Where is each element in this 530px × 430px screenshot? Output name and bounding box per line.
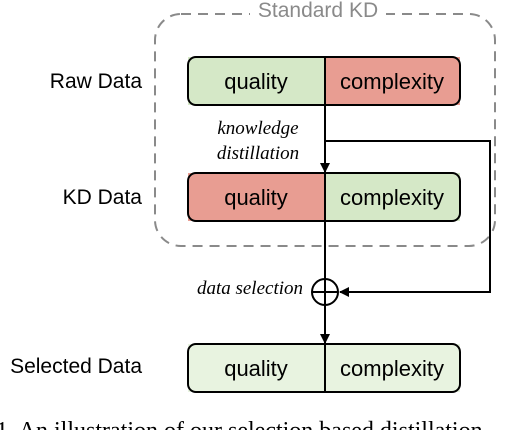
distill-annotation-line1: knowledge <box>217 118 298 139</box>
raw-complexity-cell <box>325 57 460 105</box>
selection-annotation: data selection <box>197 278 303 299</box>
kd-complexity-cell <box>325 173 460 221</box>
selected-quality-cell <box>188 344 325 392</box>
kd-quality-text: quality <box>224 185 288 210</box>
selected-complexity-text: complexity <box>340 356 444 381</box>
kd-quality-cell <box>188 173 325 221</box>
selected-quality-text: quality <box>224 356 288 381</box>
row-label-raw-data: Raw Data <box>50 70 143 93</box>
raw-complexity-text: complexity <box>340 69 444 94</box>
standard-kd-label: Standard KD <box>258 0 378 22</box>
selected-complexity-cell <box>325 344 460 392</box>
row-label-kd-data: KD Data <box>63 186 143 209</box>
raw-quality-text: quality <box>224 69 288 94</box>
figure-caption: 1. An illustration of our selection base… <box>0 418 483 430</box>
distill-annotation-line2: distillation <box>217 143 299 164</box>
raw-quality-cell <box>188 57 325 105</box>
raw-bypass-path <box>325 140 491 297</box>
kd-complexity-text: complexity <box>340 185 444 210</box>
row-label-selected-data: Selected Data <box>10 355 142 378</box>
